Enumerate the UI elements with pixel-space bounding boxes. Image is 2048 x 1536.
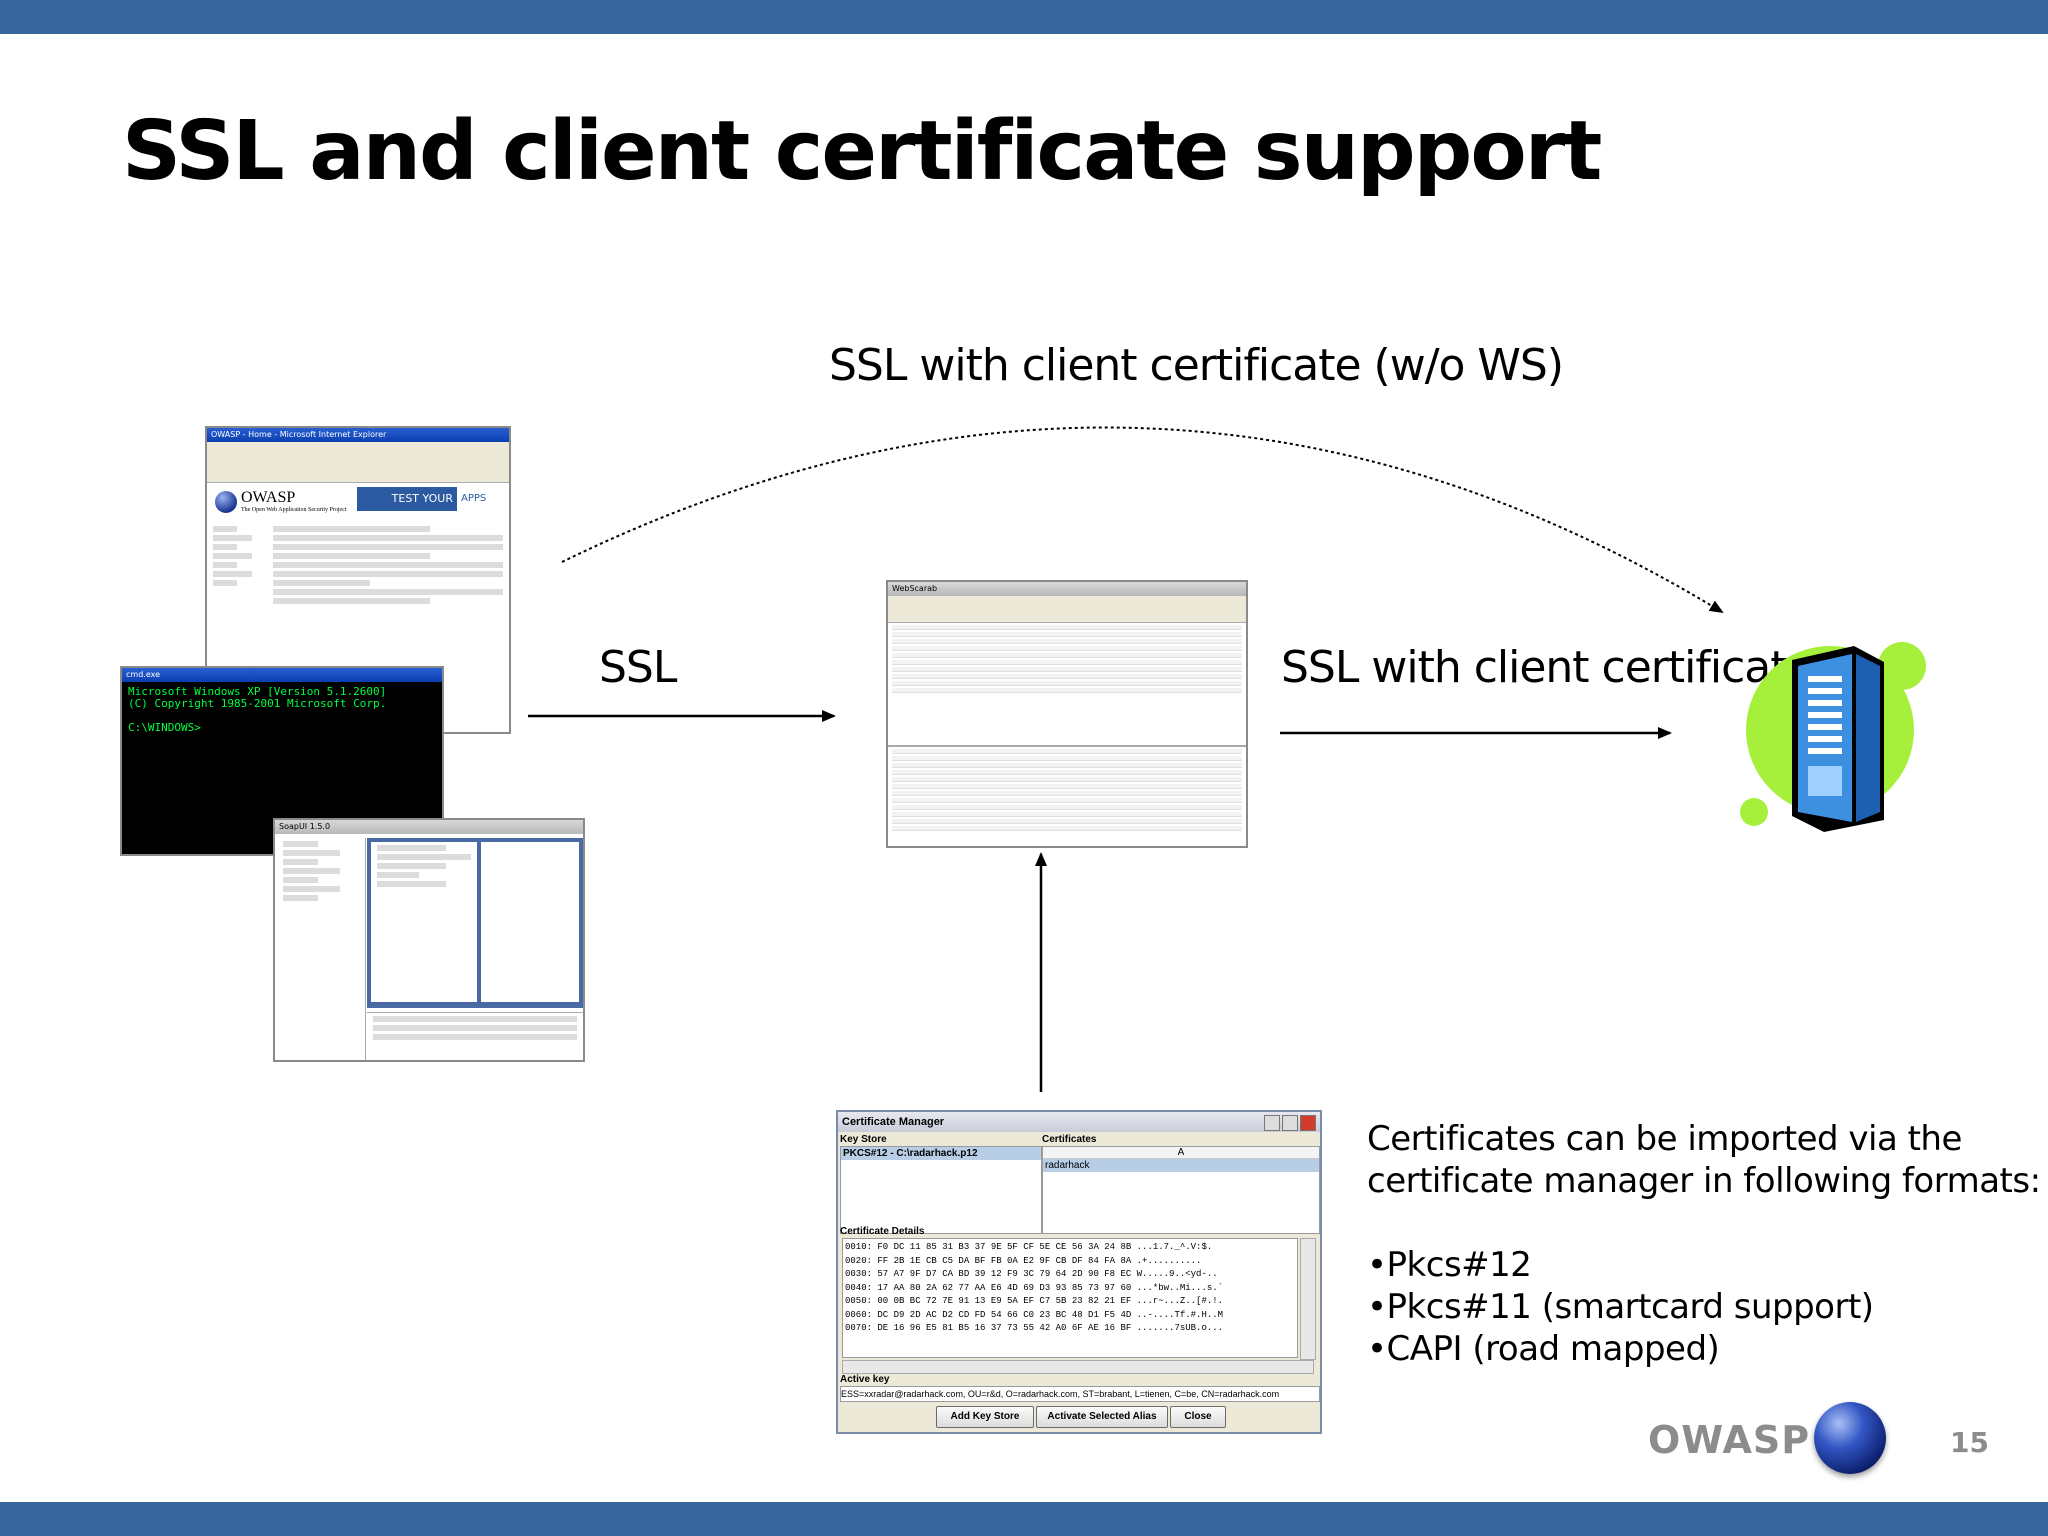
label-ssl-client-cert: SSL with client certificate (1281, 642, 1814, 693)
bullet-pkcs12: •Pkcs#12 (1367, 1245, 1532, 1285)
cmd-line-2: (C) Copyright 1985-2001 Microsoft Corp. (128, 697, 387, 710)
cmd-line-3: C:\WINDOWS> (128, 721, 201, 734)
maximize-icon[interactable] (1282, 1115, 1298, 1131)
active-key-field[interactable]: ESS=xxradar@radarhack.com, OU=r&d, O=rad… (840, 1386, 1320, 1402)
add-key-store-button[interactable]: Add Key Store (936, 1406, 1034, 1428)
webscarab-title: WebScarab (888, 582, 1246, 596)
slide-title: SSL and client certificate support (122, 104, 1602, 199)
cmd-output: Microsoft Windows XP [Version 5.1.2600] … (128, 686, 436, 734)
minimize-icon[interactable] (1264, 1115, 1280, 1131)
ide-screenshot: SoapUI 1.5.0 (273, 818, 585, 1062)
key-store-item[interactable]: PKCS#12 - C:\radarhack.p12 (841, 1147, 1041, 1160)
cert-manager-title: Certificate Manager (838, 1112, 1320, 1132)
server-icon (1740, 642, 1926, 832)
browser-logo-text: OWASP (241, 489, 296, 506)
activate-selected-alias-button[interactable]: Activate Selected Alias (1036, 1406, 1168, 1428)
browser-tagline: The Open Web Application Security Projec… (241, 507, 347, 513)
browser-banner: TEST YOUR (357, 487, 457, 511)
details-horizontal-scrollbar[interactable] (842, 1360, 1314, 1374)
certificates-table[interactable]: A radarhack (1042, 1146, 1320, 1234)
cmd-title: cmd.exe (122, 668, 442, 682)
details-vertical-scrollbar[interactable] (1300, 1238, 1316, 1360)
details-line: 0010: F0 DC 11 85 31 B3 37 9E 5F CF 5E C… (845, 1242, 1213, 1252)
description-intro-line-2: certificate manager in following formats… (1367, 1161, 2041, 1201)
certificates-column-header: A (1043, 1147, 1319, 1159)
certificate-item[interactable]: radarhack (1043, 1159, 1319, 1172)
label-ssl: SSL (599, 642, 677, 693)
browser-banner-suffix: APPS (461, 493, 487, 504)
owasp-footer-logo: OWASP (1648, 1418, 1811, 1462)
import-description: Certificates can be imported via the cer… (1367, 1118, 2041, 1370)
label-ssl-client-cert-no-ws: SSL with client certificate (w/o WS) (829, 340, 1564, 391)
certificate-manager-window: Certificate Manager Key Store PKCS#12 - … (836, 1110, 1322, 1434)
key-store-label: Key Store (840, 1134, 887, 1145)
certificate-details[interactable]: 0010: F0 DC 11 85 31 B3 37 9E 5F CF 5E C… (842, 1238, 1298, 1358)
top-band (0, 0, 2048, 34)
browser-header: OWASP The Open Web Application Security … (207, 483, 509, 523)
cmd-line-1: Microsoft Windows XP [Version 5.1.2600] (128, 685, 387, 698)
window-controls (1264, 1115, 1316, 1131)
close-button[interactable]: Close (1170, 1406, 1226, 1428)
owasp-globe-icon (1814, 1402, 1886, 1474)
details-line: 0020: FF 2B 1E CB C5 DA BF FB 0A E2 9F C… (845, 1255, 1202, 1266)
bottom-band (0, 1502, 2048, 1536)
details-line: 0050: 00 0B BC 72 7E 91 13 E9 5A EF C7 5… (845, 1296, 1224, 1306)
details-line: 0060: DC D9 2D AC D2 CD FD 54 66 C0 23 B… (845, 1309, 1224, 1320)
certificate-details-label: Certificate Details (840, 1226, 925, 1237)
details-line: 0070: DE 16 96 E5 81 B5 16 37 73 55 42 A… (845, 1323, 1224, 1333)
dotted-arc-arrow (561, 426, 1724, 614)
active-key-label: Active key (840, 1374, 890, 1385)
bullet-capi: •CAPI (road mapped) (1367, 1329, 1720, 1369)
close-icon[interactable] (1300, 1115, 1316, 1131)
ide-title: SoapUI 1.5.0 (275, 820, 583, 834)
description-intro-line-1: Certificates can be imported via the (1367, 1119, 1962, 1159)
webscarab-screenshot: WebScarab (886, 580, 1248, 848)
details-line: 0030: 57 A7 9F D7 CA BD 39 12 F9 3C 79 6… (845, 1269, 1218, 1279)
browser-toolbar (207, 442, 509, 483)
bullet-pkcs11: •Pkcs#11 (smartcard support) (1367, 1287, 1874, 1327)
browser-title: OWASP - Home - Microsoft Internet Explor… (207, 428, 509, 442)
key-store-list[interactable]: PKCS#12 - C:\radarhack.p12 (840, 1146, 1042, 1234)
details-line: 0040: 17 AA 80 2A 62 77 AA E6 4D 69 D3 9… (845, 1282, 1224, 1293)
certificates-label: Certificates (1042, 1134, 1097, 1145)
page-number: 15 (1950, 1426, 1989, 1459)
owasp-small-globe-icon (215, 491, 237, 513)
